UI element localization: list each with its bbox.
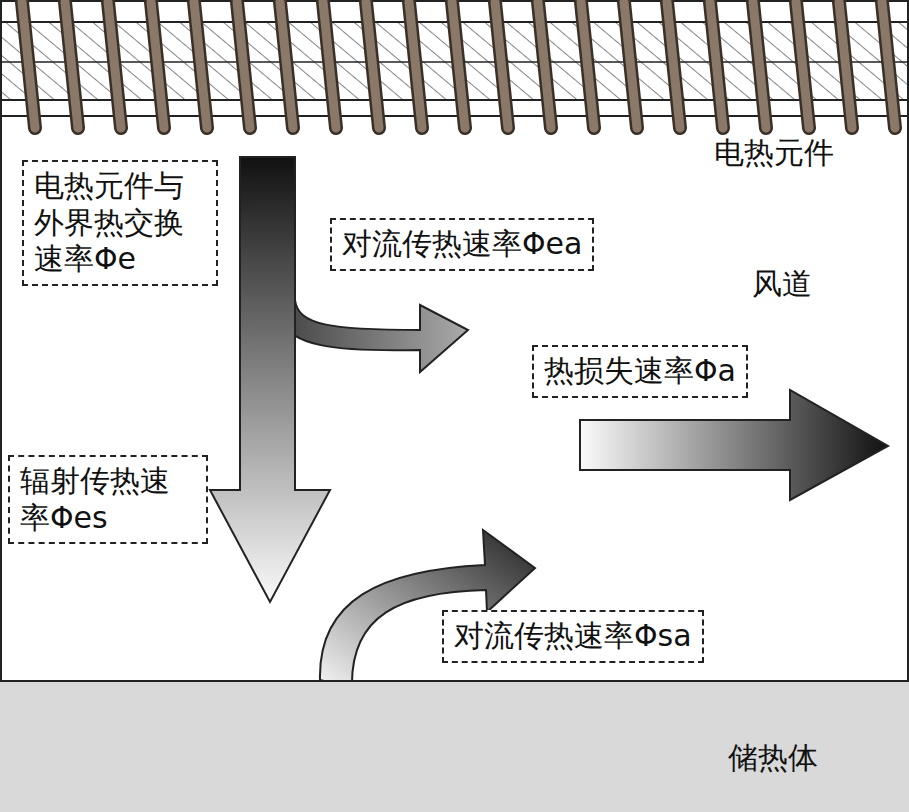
callout-box: 电热元件与外界热交换速率Φe: [22, 160, 218, 286]
rate-label: 辐射传热速率Φes: [20, 463, 196, 536]
callout-box: 热损失速率Φa: [532, 345, 748, 398]
part-name: 风道: [752, 266, 812, 302]
heat-loss-arrow: [580, 390, 888, 500]
convection-arrow: [320, 530, 535, 688]
storage-body: 储热体: [0, 680, 909, 812]
callout-box: 对流传热速率Φsa: [442, 610, 704, 663]
rate-label: 对流传热速率Φsa: [454, 618, 692, 655]
band-line: [0, 115, 909, 117]
radiation-arrow: [210, 157, 330, 602]
rate-label: 对流传热速率Φea: [342, 226, 582, 263]
callout-box: 对流传热速率Φea: [330, 218, 594, 271]
part-name: 储热体: [728, 738, 818, 779]
part-name: 电热元件: [714, 135, 834, 171]
heating-coils: [22, 2, 895, 128]
convection-arrow: [280, 300, 468, 372]
rate-label: 电热元件与外界热交换速率Φe: [34, 168, 206, 278]
callout-box: 辐射传热速率Φes: [8, 455, 208, 544]
rate-label: 热损失速率Φa: [544, 353, 736, 390]
